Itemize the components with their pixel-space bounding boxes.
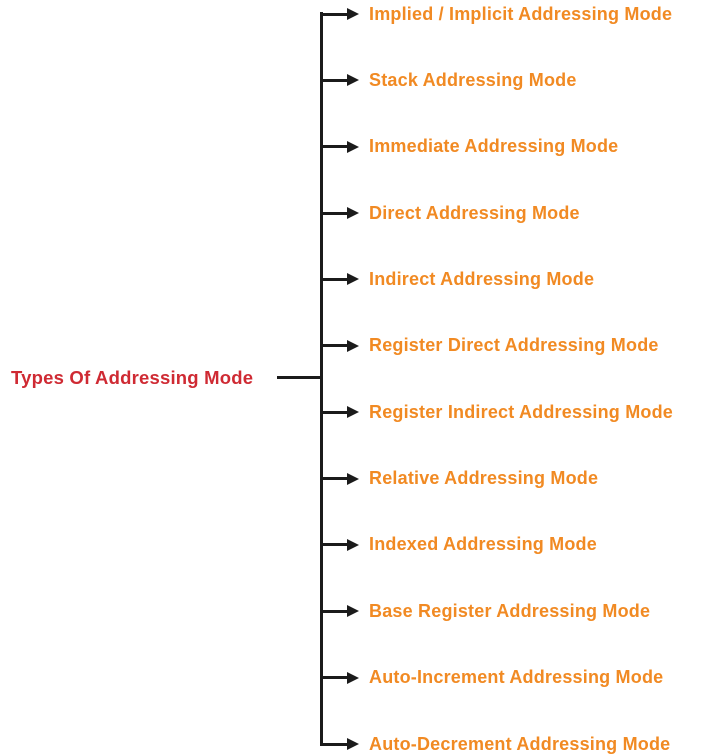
branch-row: Auto-Increment Addressing Mode <box>320 667 663 689</box>
branch-row: Register Indirect Addressing Mode <box>320 401 673 423</box>
branch-line <box>320 211 347 215</box>
branch-row: Indirect Addressing Mode <box>320 268 594 290</box>
branch-row: Base Register Addressing Mode <box>320 600 650 622</box>
arrow-right-icon <box>347 339 359 352</box>
branch-label: Indexed Addressing Mode <box>369 534 597 555</box>
branch-label: Register Indirect Addressing Mode <box>369 401 673 422</box>
branch-line <box>320 78 347 82</box>
branch-line <box>320 344 347 348</box>
arrow-right-icon <box>347 273 359 286</box>
root-label: Types Of Addressing Mode <box>11 367 254 388</box>
trunk-line <box>320 12 323 745</box>
arrow-right-icon <box>347 605 359 618</box>
arrow-right-icon <box>347 738 359 750</box>
branch-line <box>320 477 347 481</box>
branch-label: Base Register Addressing Mode <box>369 600 651 621</box>
branch-row: Implied / Implicit Addressing Mode <box>320 3 672 25</box>
branch-label: Direct Addressing Mode <box>369 202 580 223</box>
arrow-right-icon <box>347 140 359 153</box>
branch-line <box>320 277 347 281</box>
arrow-right-icon <box>347 406 359 419</box>
branch-row: Indexed Addressing Mode <box>320 534 597 556</box>
arrow-right-icon <box>347 8 359 20</box>
branch-row: Direct Addressing Mode <box>320 202 580 224</box>
branch-line <box>320 12 347 16</box>
arrow-right-icon <box>347 207 359 220</box>
branch-label: Relative Addressing Mode <box>369 468 599 489</box>
branch-line <box>320 742 347 746</box>
branch-label: Implied / Implicit Addressing Mode <box>369 3 673 24</box>
branch-line <box>320 543 347 547</box>
arrow-right-icon <box>347 538 359 551</box>
branch-label: Auto-Decrement Addressing Mode <box>369 733 671 754</box>
branch-line <box>320 410 347 414</box>
branch-row: Relative Addressing Mode <box>320 468 598 490</box>
branch-row: Auto-Decrement Addressing Mode <box>320 733 670 755</box>
branch-row: Immediate Addressing Mode <box>320 136 618 158</box>
branch-label: Immediate Addressing Mode <box>369 136 619 157</box>
root-connector-line <box>277 376 322 379</box>
branch-line <box>320 609 347 613</box>
branch-line <box>320 676 347 680</box>
arrow-right-icon <box>347 671 359 684</box>
branch-label: Stack Addressing Mode <box>369 69 577 90</box>
arrow-right-icon <box>347 74 359 87</box>
branch-row: Stack Addressing Mode <box>320 69 577 91</box>
branch-row: Register Direct Addressing Mode <box>320 335 659 357</box>
branch-label: Register Direct Addressing Mode <box>369 335 659 356</box>
arrow-right-icon <box>347 472 359 485</box>
branch-label: Indirect Addressing Mode <box>369 268 595 289</box>
branch-label: Auto-Increment Addressing Mode <box>369 667 664 688</box>
branch-line <box>320 145 347 149</box>
